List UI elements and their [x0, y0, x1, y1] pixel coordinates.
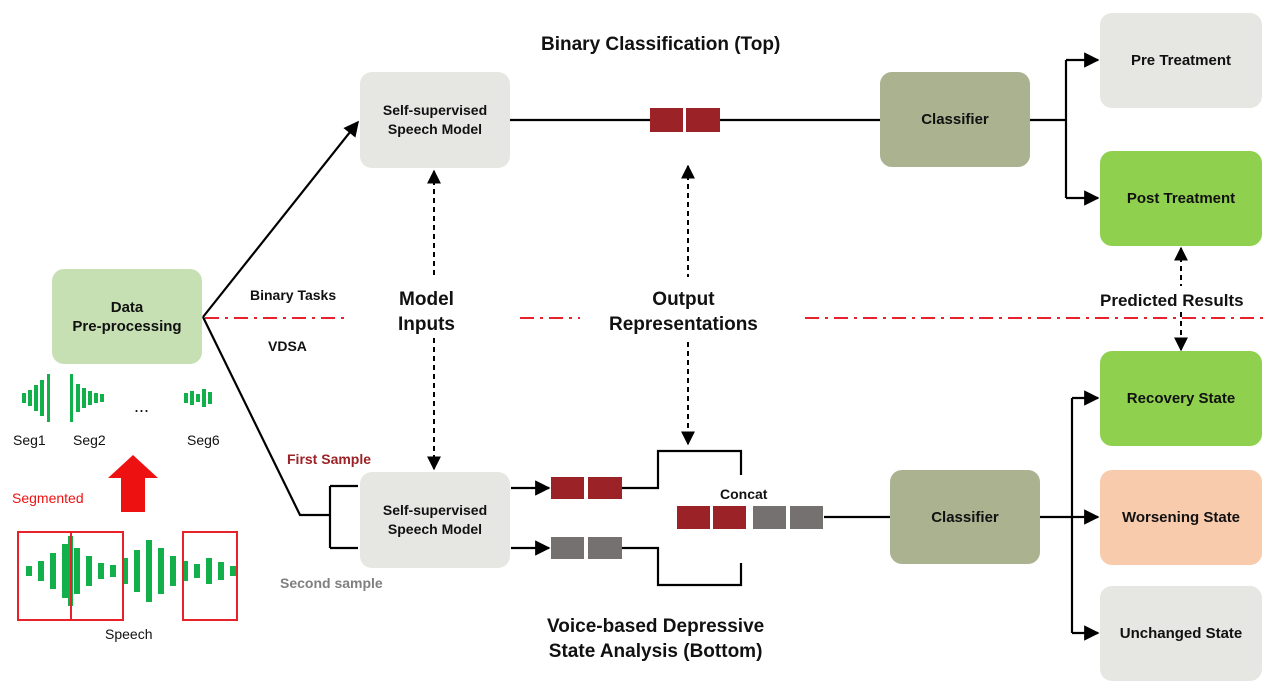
bottom-title-line1: Voice-based Depressive — [547, 616, 765, 637]
ssl-top-line1: Self-supervised — [382, 102, 488, 118]
concat-block-2 — [713, 506, 746, 529]
dashed-arrows — [427, 164, 1188, 471]
top-repr-block-1 — [650, 108, 683, 132]
concat-label: Concat — [720, 486, 768, 502]
output-repr-line1: Output — [652, 289, 715, 310]
segmented-label: Segmented — [12, 490, 84, 506]
speech-waveform — [26, 536, 236, 606]
ssl-model-bottom-box: Self-supervised Speech Model — [360, 472, 510, 568]
segment-waveforms — [22, 374, 212, 422]
ssl-bottom-line1: Self-supervised — [382, 502, 488, 518]
post-treatment-box: Post Treatment — [1100, 151, 1262, 246]
seg6-label: Seg6 — [187, 432, 220, 448]
first-sample-label: First Sample — [287, 451, 372, 467]
bottom-title-line2: State Analysis (Bottom) — [548, 641, 763, 662]
preprocessing-line2: Pre-processing — [72, 317, 182, 335]
segment-frames — [17, 531, 238, 621]
model-inputs-line2: Inputs — [398, 314, 455, 335]
output-repr-line2: Representations — [609, 314, 758, 335]
top-title: Binary Classification (Top) — [541, 34, 781, 55]
concat-block-1 — [677, 506, 710, 529]
classifier-top-box: Classifier — [880, 72, 1030, 167]
recovery-state-box: Recovery State — [1100, 351, 1262, 446]
predicted-results-label: Predicted Results — [1098, 291, 1246, 311]
seg2-label: Seg2 — [73, 432, 106, 448]
first-sample-block-1 — [551, 477, 584, 499]
ssl-bottom-line2: Speech Model — [387, 521, 483, 537]
flow-lines — [202, 52, 1100, 641]
top-repr-block-2 — [686, 108, 720, 132]
data-preprocessing-box: Data Pre-processing — [52, 269, 202, 364]
model-inputs-label: Model Inputs — [398, 287, 455, 337]
preprocessing-line1: Data — [110, 298, 144, 316]
vdsa-label: VDSA — [268, 338, 307, 354]
bottom-title: Voice-based Depressive State Analysis (B… — [547, 614, 764, 664]
second-sample-block-1 — [551, 537, 584, 559]
speech-label: Speech — [105, 626, 153, 642]
unchanged-state-box: Unchanged State — [1100, 586, 1262, 681]
segmented-up-arrow — [108, 455, 158, 512]
pre-treatment-box: Pre Treatment — [1100, 13, 1262, 108]
ellipsis-label: ... — [134, 396, 150, 416]
concat-block-4 — [790, 506, 823, 529]
output-representation-blocks — [551, 108, 823, 559]
model-inputs-line1: Model — [399, 289, 454, 310]
binary-tasks-label: Binary Tasks — [250, 287, 337, 303]
ssl-top-line2: Speech Model — [387, 121, 483, 137]
classifier-bottom-box: Classifier — [890, 470, 1040, 564]
first-sample-block-2 — [588, 477, 622, 499]
ssl-model-top-box: Self-supervised Speech Model — [360, 72, 510, 168]
second-sample-label: Second sample — [280, 575, 383, 591]
concat-block-3 — [753, 506, 786, 529]
second-sample-block-2 — [588, 537, 622, 559]
seg1-label: Seg1 — [13, 432, 46, 448]
output-representations-label: Output Representations — [609, 287, 758, 337]
worsening-state-box: Worsening State — [1100, 470, 1262, 565]
